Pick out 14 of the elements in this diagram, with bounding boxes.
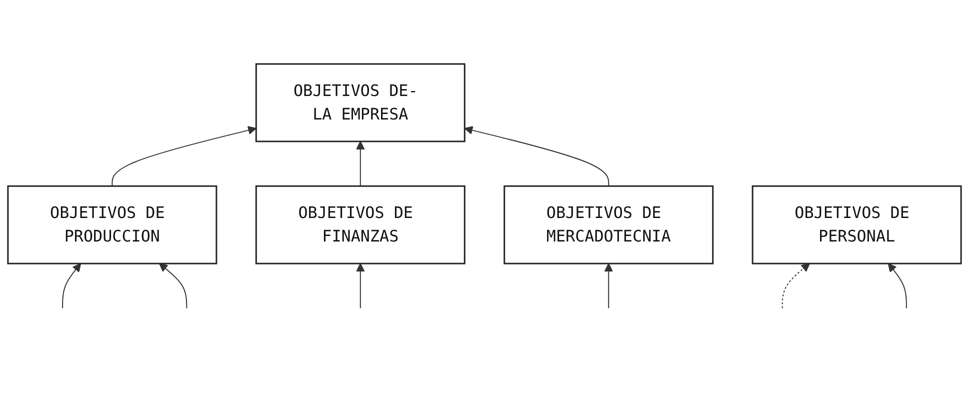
node-box: OBJETIVOS DE MERCADOTECNIA: [504, 185, 714, 264]
arrow: [782, 263, 810, 309]
arrow: [604, 263, 613, 309]
arrow: [356, 263, 365, 309]
arrow: [62, 263, 82, 309]
arrow: [888, 263, 907, 309]
arrow: [112, 126, 257, 187]
node-box: OBJETIVOS DE PRODUCCION: [7, 185, 218, 264]
node-box: OBJETIVOS DE PERSONAL: [752, 185, 962, 264]
arrow: [159, 263, 188, 309]
node-box: OBJETIVOS DE FINANZAS: [255, 185, 466, 264]
node-box: OBJETIVOS DE- LA EMPRESA: [255, 63, 466, 142]
arrow: [356, 141, 365, 187]
arrow: [464, 126, 610, 187]
